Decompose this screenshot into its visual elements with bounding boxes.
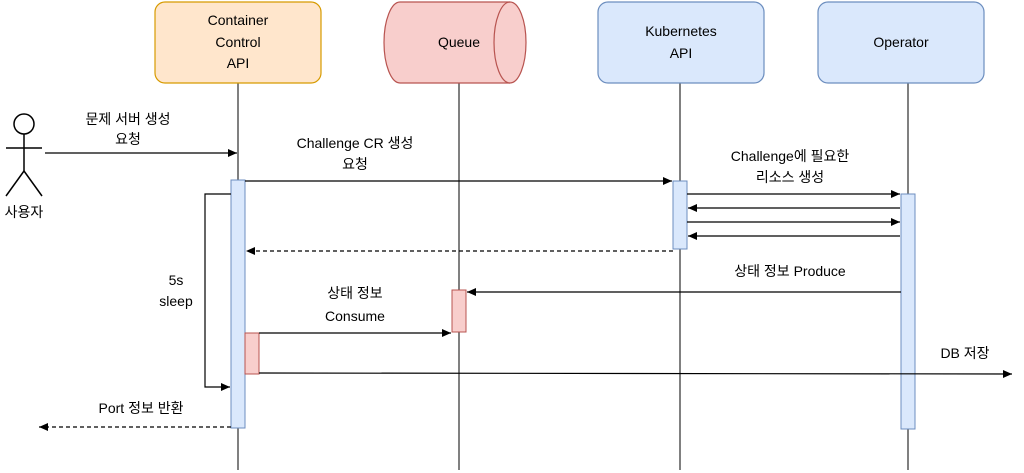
actor-user-icon [5, 113, 43, 197]
msg-status-produce: 상태 정보 Produce [734, 263, 846, 279]
msg-create-request-1: 문제 서버 생성 [85, 111, 170, 127]
operator-label: Operator [873, 34, 929, 50]
participant-container-api: Container Control API [154, 1, 322, 84]
activation-container-consume [244, 332, 260, 375]
activation-queue [451, 289, 467, 333]
participant-k8s-api: Kubernetes API [597, 1, 765, 84]
arrow-sleep-loop [204, 193, 231, 391]
msg-status-consume-2: Consume [325, 308, 385, 324]
msg-db-save: DB 저장 [940, 345, 989, 361]
queue-label: Queue [438, 34, 480, 50]
activation-operator [900, 193, 916, 430]
participant-queue: Queue [383, 1, 527, 84]
activation-k8s-api [672, 180, 688, 250]
k8s-api-label-2: API [670, 45, 693, 61]
msg-challenge-cr-2: 요청 [342, 156, 368, 172]
msg-resource-create-1: Challenge에 필요한 [731, 148, 850, 164]
msg-resource-create-2: 리소스 생성 [756, 169, 824, 185]
container-api-label-3: API [227, 55, 250, 71]
msg-create-request-2: 요청 [115, 131, 141, 147]
msg-sleep-2: sleep [159, 293, 193, 309]
participant-operator: Operator [817, 1, 985, 84]
container-api-label-2: Control [215, 34, 260, 50]
actor-label: 사용자 [5, 204, 44, 220]
msg-challenge-cr-1: Challenge CR 생성 [297, 135, 414, 151]
msg-sleep-1: 5s [169, 272, 184, 288]
k8s-api-label-1: Kubernetes [645, 23, 717, 39]
activation-container-api [230, 179, 246, 429]
arrow-db-save [258, 369, 1013, 378]
msg-port-return: Port 정보 반환 [99, 400, 184, 416]
msg-status-consume-1: 상태 정보 [327, 285, 383, 301]
container-api-label-1: Container [208, 12, 269, 28]
